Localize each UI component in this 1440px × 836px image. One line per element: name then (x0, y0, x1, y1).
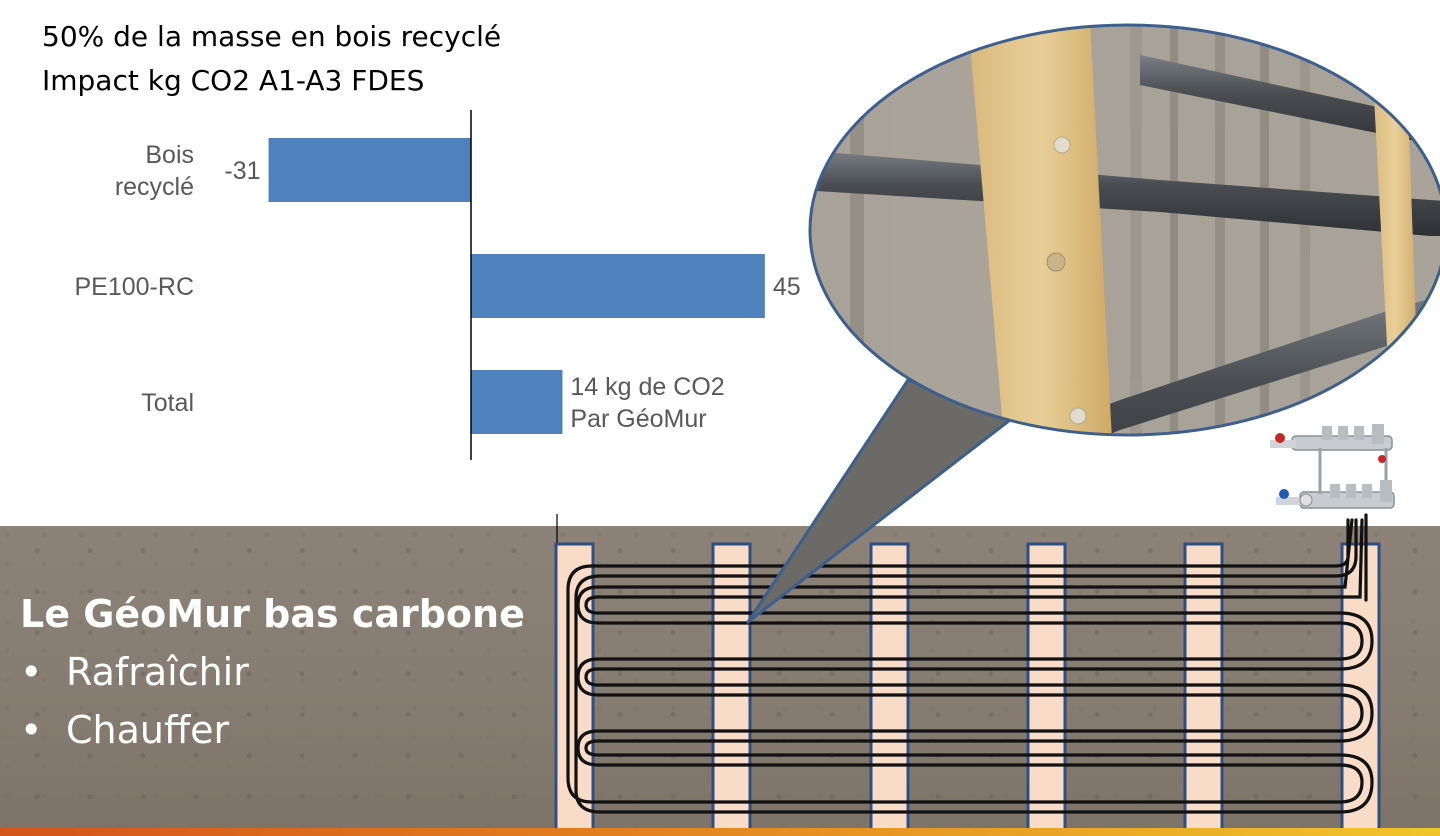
wood-post (1026, 542, 1067, 836)
bottom-accent-bar (0, 828, 1440, 836)
bullet-label: Rafraîchir (66, 650, 249, 694)
bullet-dot: • (20, 650, 43, 694)
chart-subtitle: Impact kg CO2 A1-A3 FDES (42, 64, 425, 97)
data-label: 45 (773, 273, 801, 301)
bar (471, 254, 765, 318)
data-label: -31 (224, 157, 260, 185)
bullet-dot: • (20, 708, 43, 752)
bar (268, 138, 471, 202)
caption-title: Le GéoMur bas carbone (20, 592, 525, 636)
data-label: 14 kg de CO2 (570, 373, 724, 401)
bullet-label: Chauffer (66, 708, 230, 752)
category-label: recyclé (115, 173, 194, 201)
manifold-icon (1270, 424, 1395, 509)
data-label: Par GéoMur (570, 405, 706, 433)
category-label: PE100-RC (75, 273, 195, 301)
wood-posts (554, 542, 1381, 836)
category-label: Bois (145, 141, 194, 169)
chart-title: 50% de la masse en bois recyclé (42, 20, 502, 53)
wood-post (711, 542, 752, 836)
bar (471, 370, 563, 434)
category-label: Total (141, 389, 194, 417)
wood-frame-with-pipes-photo (808, 23, 1440, 437)
bullet-item: • Rafraîchir (20, 650, 249, 694)
pipe-loops (566, 513, 1374, 814)
bullet-item: • Chauffer (20, 708, 229, 752)
wood-post (869, 542, 910, 836)
wood-post (1183, 542, 1224, 836)
